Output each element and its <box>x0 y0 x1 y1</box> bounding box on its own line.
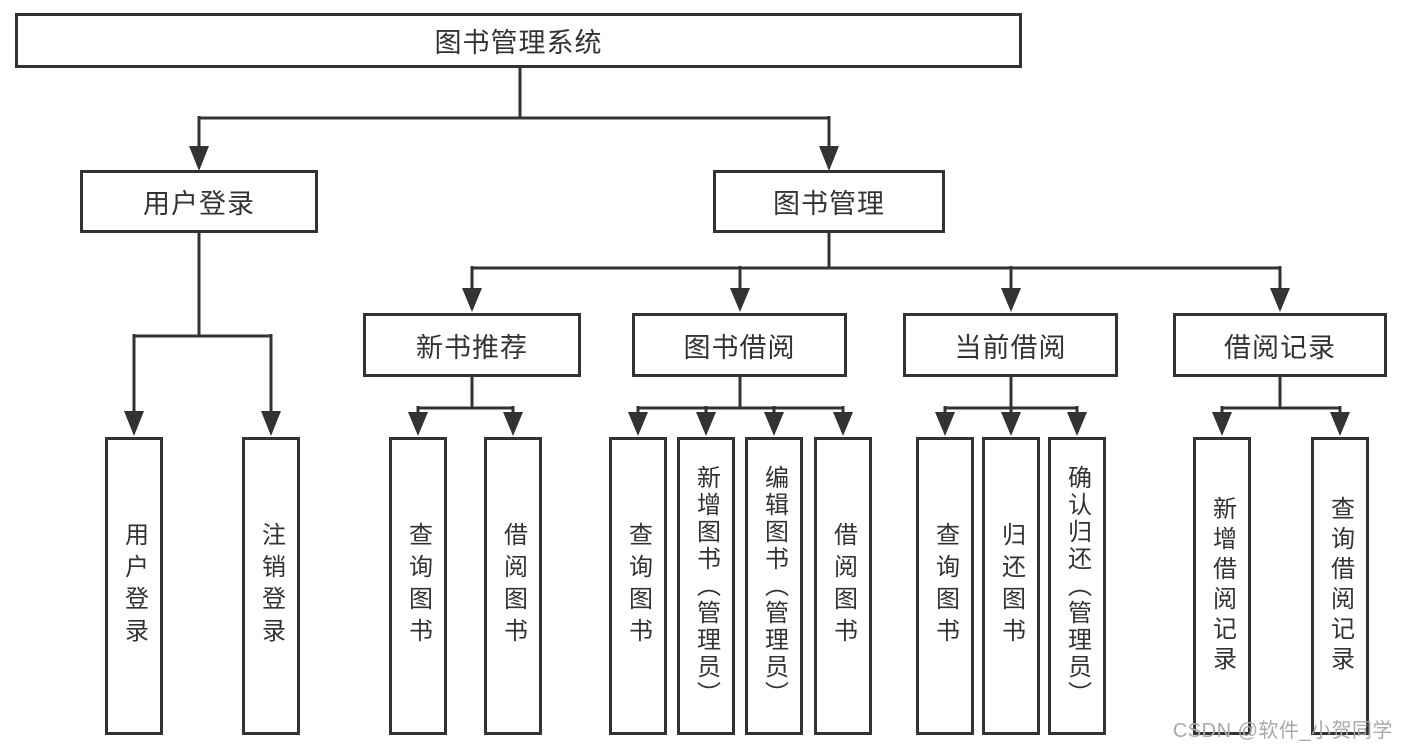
leaf-borrow-books-recommend: 借阅图书 <box>484 437 542 735</box>
leaf-query-borrow-record: 查询借阅记录 <box>1311 437 1369 735</box>
leaf-borrow-books: 借阅图书 <box>814 437 872 735</box>
node-new-book-recommend: 新书推荐 <box>363 313 581 377</box>
node-current-borrow: 当前借阅 <box>903 313 1118 377</box>
leaf-edit-books-admin: 编辑图书（管理员） <box>745 437 803 735</box>
leaf-query-books-current: 查询图书 <box>916 437 974 735</box>
leaf-return-books: 归还图书 <box>982 437 1040 735</box>
node-system-root: 图书管理系统 <box>15 13 1022 68</box>
leaf-user-login: 用户登录 <box>105 437 163 735</box>
leaf-add-books-admin: 新增图书（管理员） <box>677 437 735 735</box>
csdn-watermark: CSDN @软件_小贺同学 <box>1172 720 1393 742</box>
node-user-login: 用户登录 <box>80 170 318 233</box>
leaf-query-books-borrow: 查询图书 <box>609 437 667 735</box>
node-book-borrow: 图书借阅 <box>632 313 847 377</box>
leaf-confirm-return-admin: 确认归还（管理员） <box>1048 437 1106 735</box>
node-book-management: 图书管理 <box>713 170 945 233</box>
leaf-query-books-recommend: 查询图书 <box>389 437 447 735</box>
node-borrow-records: 借阅记录 <box>1173 313 1387 377</box>
leaf-logout: 注销登录 <box>242 437 300 735</box>
leaf-add-borrow-record: 新增借阅记录 <box>1193 437 1251 735</box>
